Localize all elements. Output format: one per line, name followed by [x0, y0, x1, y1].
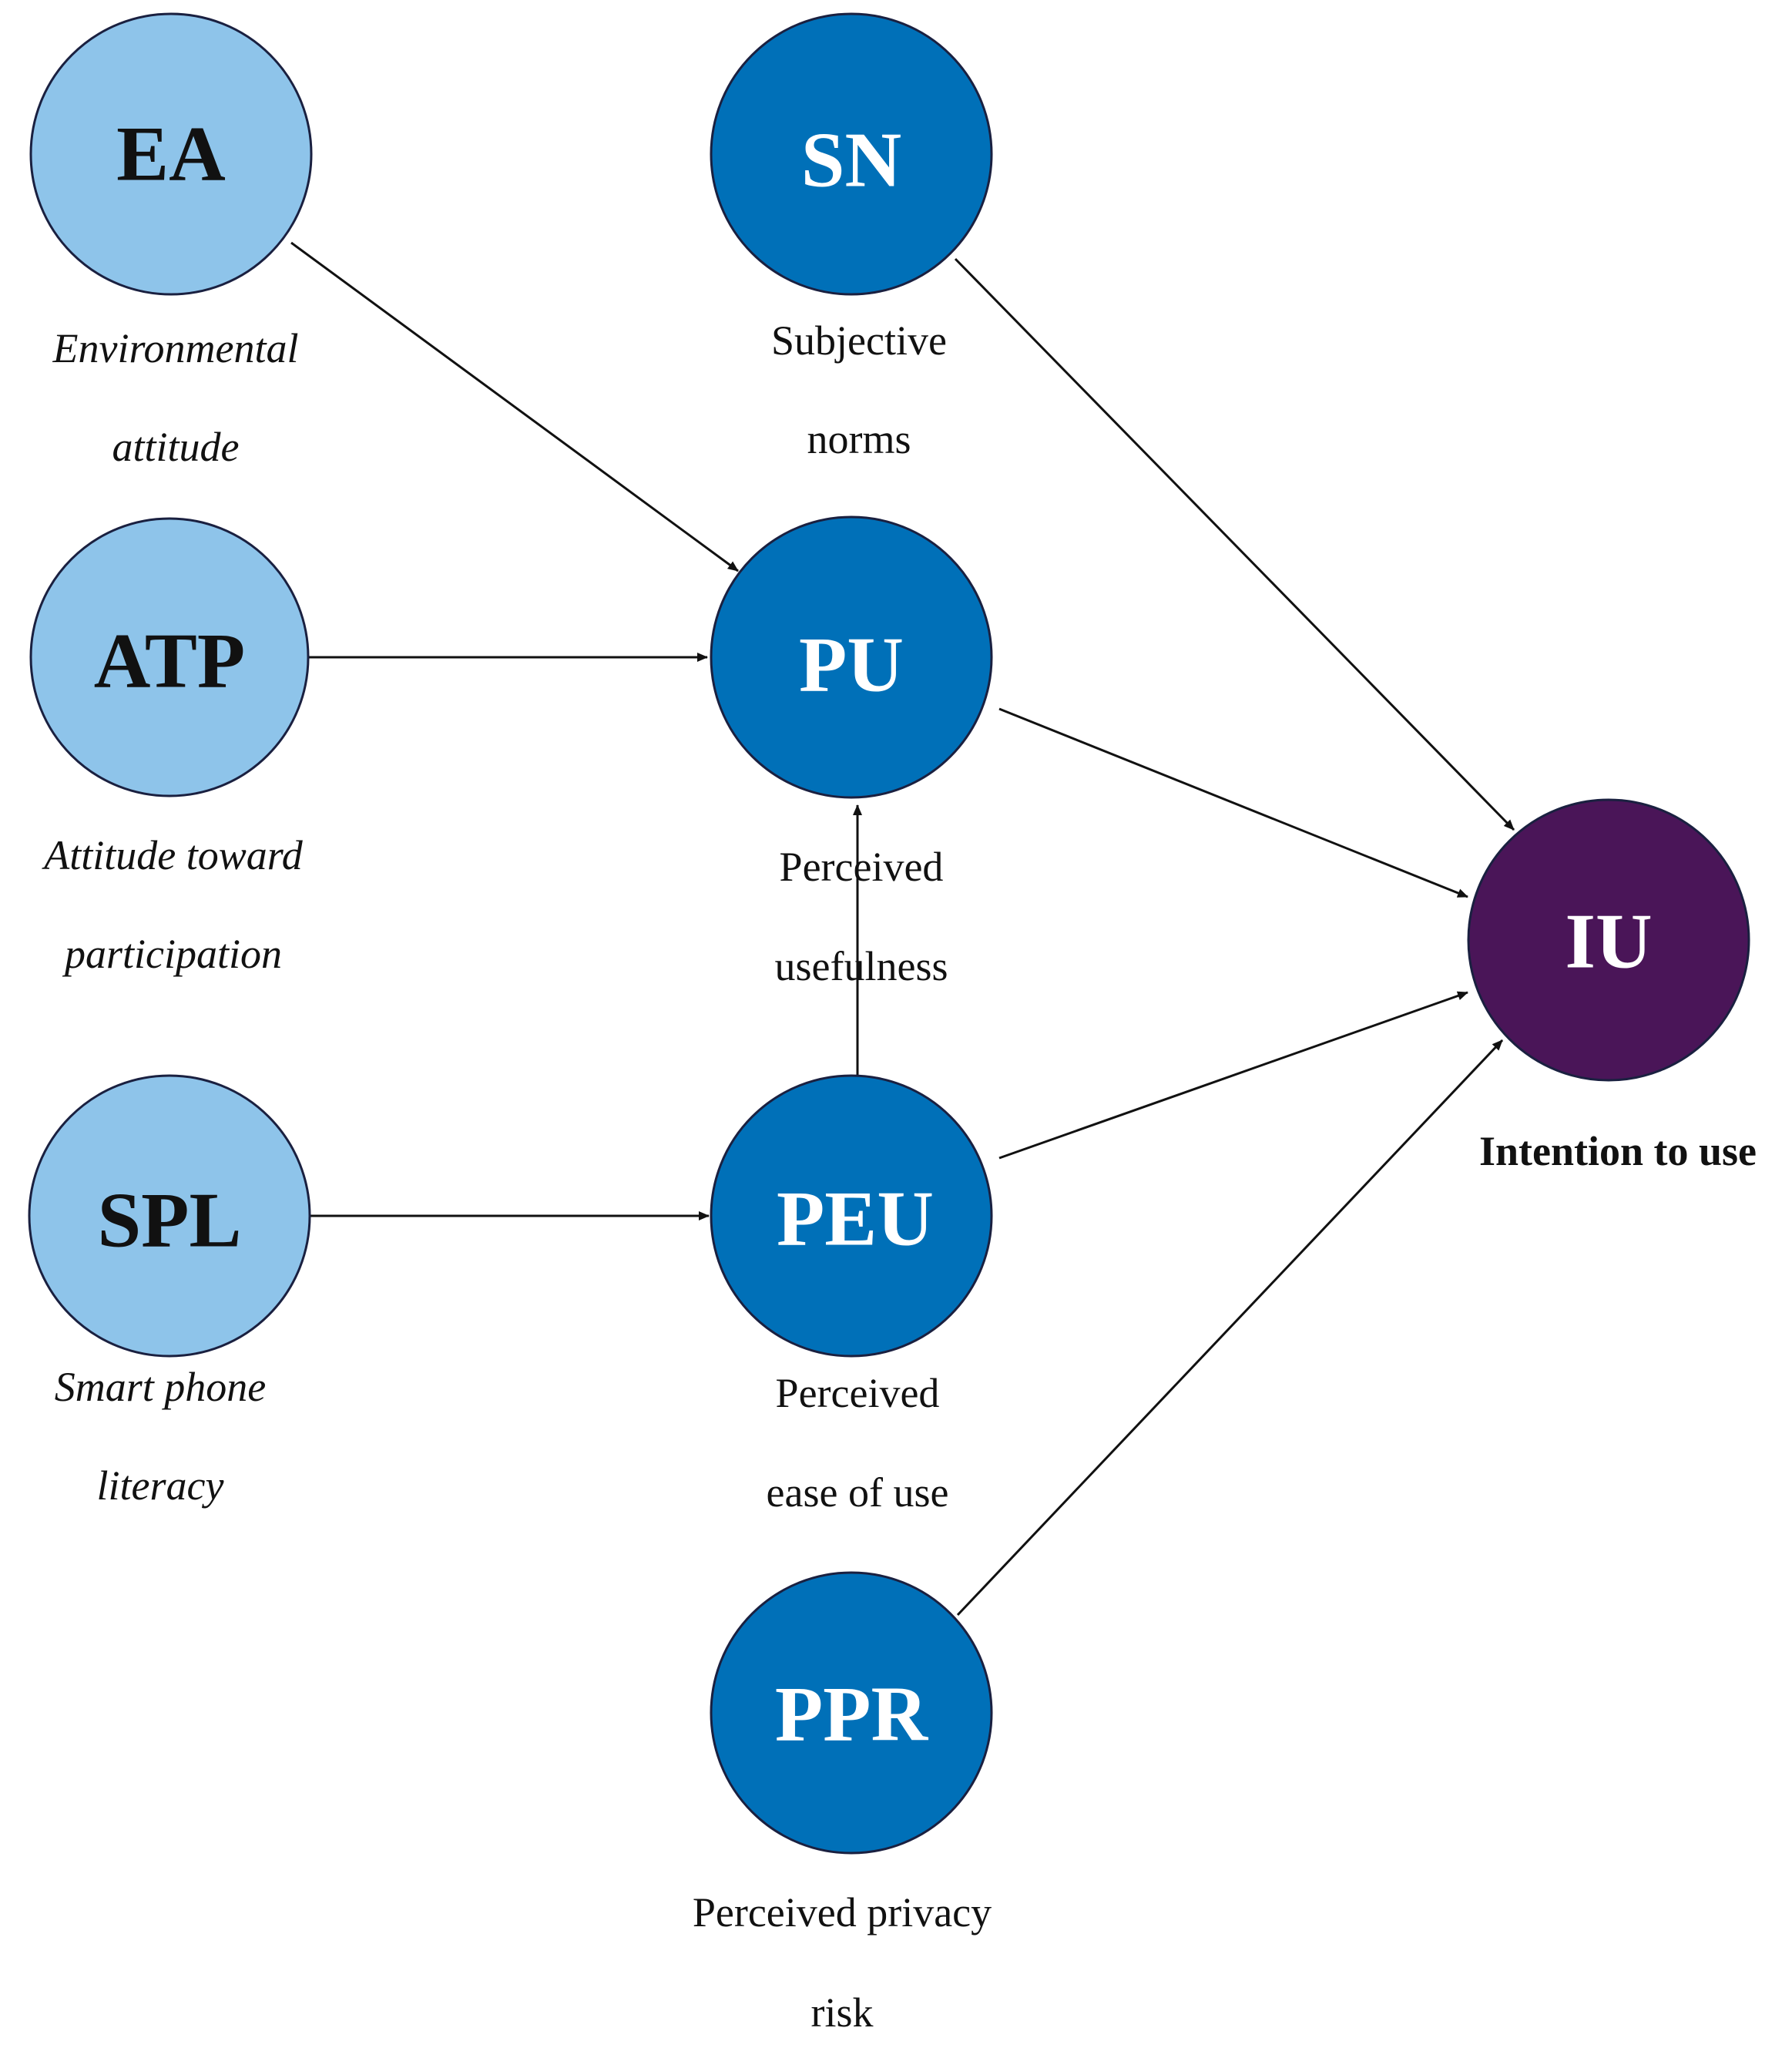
caption-peu-line1: Perceived: [776, 1370, 940, 1416]
node-pu-abbr: PU: [799, 622, 904, 709]
caption-sn-line2: norms: [807, 416, 911, 462]
node-spl: SPL: [28, 1074, 311, 1358]
caption-sn-line1: Subjective: [771, 317, 947, 364]
caption-ea-line2: attitude: [112, 424, 240, 470]
caption-iu-line1: Intention to use: [1479, 1128, 1757, 1174]
node-sn-abbr: SN: [801, 117, 901, 204]
caption-atp-line2: participation: [62, 931, 282, 977]
edge-pu-to-iu: [998, 707, 1468, 898]
caption-ppr-line1: Perceived privacy: [693, 1889, 992, 1936]
node-pu: PU: [710, 515, 993, 799]
edge-peu-to-iu: [998, 991, 1468, 1160]
caption-ea-line1: Environmental: [52, 325, 299, 371]
node-atp-abbr: ATP: [94, 618, 245, 705]
captions: Environmental attitude Subjective norms …: [42, 317, 1757, 2036]
node-iu: IU: [1467, 798, 1750, 1082]
edge-ea-to-pu: [290, 241, 739, 572]
edge-ppr-to-iu: [956, 1039, 1504, 1617]
node-spl-abbr: SPL: [97, 1177, 241, 1264]
caption-spl-line1: Smart phone: [55, 1364, 266, 1410]
node-sn-circle: [710, 12, 993, 296]
node-ppr: PPR: [710, 1571, 993, 1855]
node-peu: PEU: [710, 1074, 993, 1358]
caption-spl-line2: literacy: [97, 1462, 224, 1509]
node-sn: SN: [710, 12, 993, 296]
node-atp-circle: [29, 517, 310, 797]
node-ppr-circle: [710, 1571, 993, 1855]
caption-atp-line1: Attitude toward: [42, 832, 303, 878]
node-ea: EA: [29, 12, 313, 296]
node-ea-circle: [29, 12, 313, 296]
edge-sn-to-iu: [954, 257, 1515, 831]
caption-ppr-line2: risk: [811, 1989, 874, 2036]
caption-pu-line1: Perceived: [780, 844, 944, 890]
node-iu-circle: [1467, 798, 1750, 1082]
node-pu-circle: [710, 515, 993, 799]
caption-peu-line2: ease of use: [767, 1469, 949, 1516]
node-ppr-abbr: PPR: [775, 1671, 929, 1758]
node-peu-circle: [710, 1074, 993, 1358]
node-ea-abbr: EA: [116, 111, 226, 198]
node-iu-abbr: IU: [1565, 898, 1652, 985]
edges: [290, 241, 1515, 1617]
node-atp: ATP: [29, 517, 310, 797]
node-peu-abbr: PEU: [777, 1176, 934, 1263]
node-spl-circle: [28, 1074, 311, 1358]
caption-pu-line2: usefulness: [775, 943, 948, 989]
